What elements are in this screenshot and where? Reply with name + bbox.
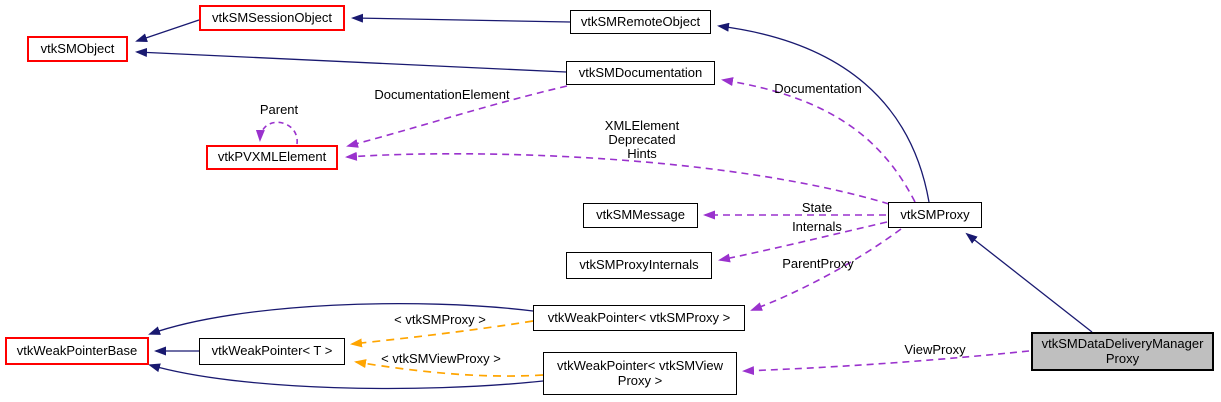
- node-vtksmproxyinternals[interactable]: vtkSMProxyInternals: [566, 252, 712, 279]
- node-vtkweakpointer-vtksmproxy[interactable]: vtkWeakPointer< vtkSMProxy >: [533, 305, 745, 331]
- node-vtksmproxy[interactable]: vtkSMProxy: [888, 202, 982, 228]
- edge-usage-pvxmlelement-self-parent: [255, 121, 298, 145]
- edge-inherit-weakpointer-viewproxy-to-base: [148, 363, 544, 390]
- edge-usage-proxy-to-proxyinternals: [718, 221, 888, 263]
- node-vtkpvxmlelement[interactable]: vtkPVXMLElement: [206, 145, 338, 170]
- edge-inherit-weakpointer-smproxy-to-base: [148, 302, 534, 335]
- edge-template-viewproxy-to-weakpointer-t: [354, 359, 544, 377]
- node-vtksmobject[interactable]: vtkSMObject: [27, 36, 128, 62]
- node-vtksmmessage[interactable]: vtkSMMessage: [583, 203, 698, 228]
- edge-usage-main-to-weakpointer-viewproxy: [742, 350, 1030, 376]
- node-vtksmremoteobject[interactable]: vtkSMRemoteObject: [570, 10, 711, 34]
- edge-usage-documentation-to-pvxmlelement: [346, 85, 568, 148]
- node-vtksmdocumentation[interactable]: vtkSMDocumentation: [566, 61, 715, 85]
- edge-inherit-documentation-to-smobject: [135, 47, 567, 73]
- node-vtksmdatadeliverymanagerproxy: vtkSMDataDeliveryManager Proxy: [1031, 332, 1214, 371]
- edge-usage-proxy-to-weakpointer-smproxy: [750, 228, 902, 311]
- node-vtkweakpointer-t[interactable]: vtkWeakPointer< T >: [199, 338, 345, 365]
- node-vtkweakpointer-vtksmviewproxy[interactable]: vtkWeakPointer< vtkSMView Proxy >: [543, 352, 737, 395]
- node-vtksmsessionobject[interactable]: vtkSMSessionObject: [199, 5, 345, 31]
- edge-inherit-sessionobject-to-smobject: [135, 19, 200, 43]
- edge-inherit-main-to-proxy: [965, 232, 1093, 333]
- edge-usage-proxy-to-documentation: [721, 77, 916, 203]
- edge-usage-proxy-to-pvxmlelement: [345, 151, 890, 205]
- node-vtkweakpointerbase[interactable]: vtkWeakPointerBase: [5, 337, 149, 365]
- edge-inherit-proxy-to-remoteobject: [717, 22, 930, 203]
- edge-inherit-remoteobject-to-sessionobject: [351, 13, 571, 23]
- edge-template-smproxy-to-weakpointer-t: [350, 320, 534, 348]
